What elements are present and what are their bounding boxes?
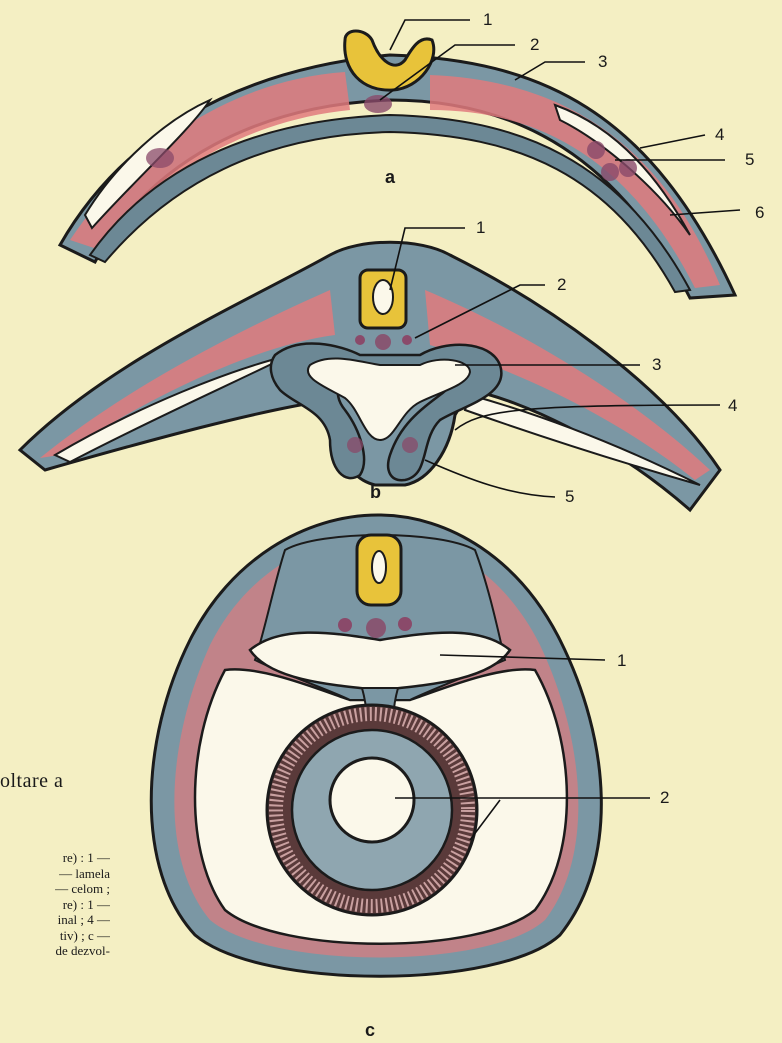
- panel-b-label-3: 3: [652, 355, 661, 374]
- caption-line: — lamela: [0, 866, 110, 882]
- caption-heading: oltare a: [0, 770, 110, 793]
- caption-line: re) : 1 —: [0, 850, 110, 866]
- panel-c-label-2: 2: [660, 788, 669, 807]
- panel-c-neural-canal: [372, 551, 386, 583]
- panel-a-notochord: [364, 95, 392, 113]
- panel-a-label-5: 5: [745, 150, 754, 169]
- panel-c-vessel-1: [338, 618, 352, 632]
- panel-b-vessel-2: [375, 334, 391, 350]
- panel-b-vessel-1: [355, 335, 365, 345]
- panel-a-label-1: 1: [483, 10, 492, 29]
- panel-a-label-3: 3: [598, 52, 607, 71]
- panel-a-vessel-left: [146, 148, 174, 168]
- panel-c-gut-lumen: [330, 758, 414, 842]
- panel-a-label-6: 6: [755, 203, 764, 222]
- panel-a-vessel-right-3: [619, 159, 637, 177]
- caption-line: tiv) ; c —: [0, 928, 110, 944]
- panel-a-label-2: 2: [530, 35, 539, 54]
- panel-a-leader-4: [640, 135, 705, 148]
- panel-b-leader-5: [425, 460, 555, 497]
- caption-body: re) : 1 — — lamela — celom ; re) : 1 — i…: [0, 850, 110, 959]
- caption-line: re) : 1 —: [0, 897, 110, 913]
- panel-b-vessel-4: [347, 437, 363, 453]
- caption-line: inal ; 4 —: [0, 912, 110, 928]
- panel-c-label-1: 1: [617, 651, 626, 670]
- panel-b-vessel-5: [402, 437, 418, 453]
- panel-a-vessel-right-1: [587, 141, 605, 159]
- panel-b-neural-canal: [373, 280, 393, 314]
- caption-line: de dezvol-: [0, 943, 110, 959]
- panel-b-label-5: 5: [565, 487, 574, 506]
- panel-a-label-4: 4: [715, 125, 724, 144]
- panel-c-letter: c: [365, 1020, 375, 1040]
- panel-b-label-2: 2: [557, 275, 566, 294]
- panel-a-letter: a: [385, 167, 396, 187]
- panel-b-letter: b: [370, 482, 381, 502]
- panel-a-vessel-right-2: [601, 163, 619, 181]
- caption-line: — celom ;: [0, 881, 110, 897]
- panel-b-label-4: 4: [728, 396, 737, 415]
- panel-b-label-1: 1: [476, 218, 485, 237]
- panel-b-section: 1 2 3 4 5 b: [20, 218, 737, 510]
- panel-c-vessel-2: [366, 618, 386, 638]
- panel-b-vessel-3: [402, 335, 412, 345]
- panel-c-vessel-3: [398, 617, 412, 631]
- panel-c-section: 1 2 c: [151, 515, 669, 1040]
